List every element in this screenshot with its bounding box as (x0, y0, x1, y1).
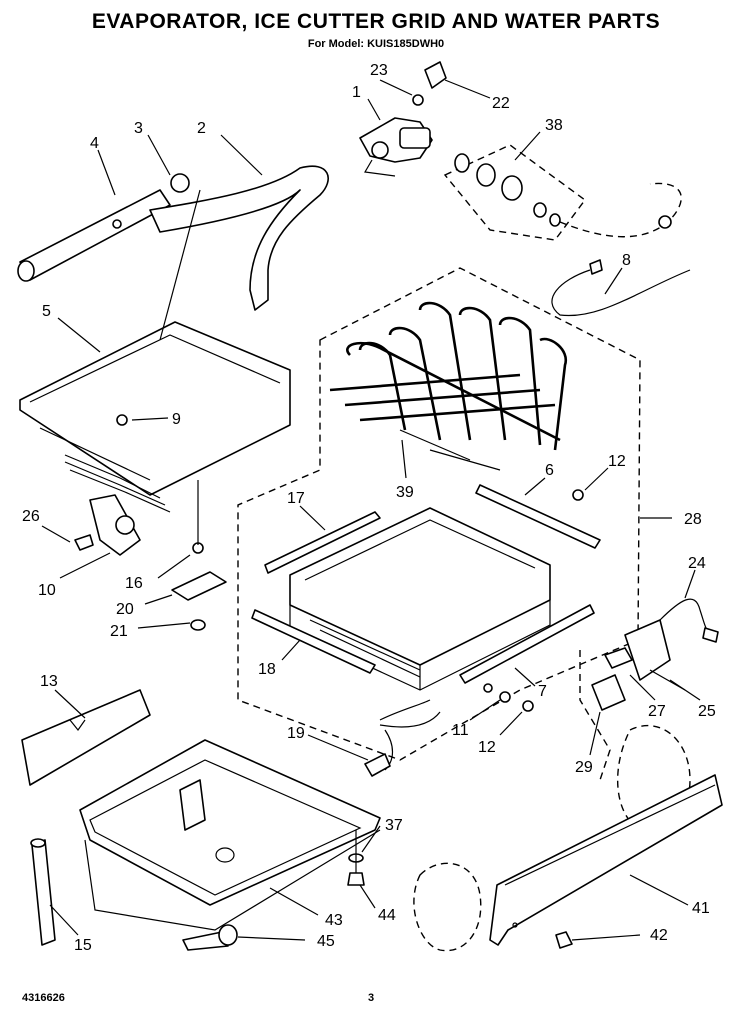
page-number: 3 (368, 992, 375, 1004)
drain-tube (31, 839, 56, 946)
callout-6: 6 (545, 462, 554, 479)
bracket-lug (604, 647, 633, 669)
water-valve (359, 117, 433, 177)
callout-11: 11 (452, 722, 469, 739)
grid-rear-strip (459, 604, 595, 684)
callout-28: 28 (684, 511, 702, 528)
kickplate-hole (512, 922, 518, 928)
callout-13: 13 (40, 673, 58, 690)
harness-screw (522, 700, 534, 712)
callout-3: 3 (134, 120, 143, 137)
callout-41: 41 (692, 900, 710, 917)
heater-element (64, 454, 171, 513)
model-subtitle: For Model: KUIS185DWH0 (307, 38, 445, 50)
callout-8: 8 (622, 252, 631, 269)
callout-45: 45 (317, 933, 335, 950)
harness-washer (499, 691, 511, 703)
callout-19: 19 (287, 725, 305, 742)
document-number: 4316626 (22, 992, 65, 1004)
motor-reference-shape (617, 724, 691, 834)
callout-16: 16 (125, 575, 143, 592)
callout-24: 24 (688, 555, 706, 572)
inlet-tube (17, 189, 171, 282)
callout-9: 9 (172, 411, 181, 428)
leader-lines (41, 79, 701, 941)
valve-fittings (454, 153, 561, 227)
callout-25: 25 (698, 703, 716, 720)
callout-20: 20 (116, 601, 134, 618)
callout-15: 15 (74, 937, 92, 954)
fan-reference-shape (413, 862, 482, 952)
callout-29: 29 (575, 759, 593, 776)
evaporator-coil (329, 301, 568, 471)
valve-cap (424, 61, 447, 89)
kickplate-screw (555, 931, 573, 949)
callout-18: 18 (258, 661, 276, 678)
wiring-harness (379, 699, 441, 771)
kickplate (489, 774, 723, 946)
callout-23: 23 (370, 62, 388, 79)
grid-side-strip-right (475, 484, 601, 549)
callout-5: 5 (42, 303, 51, 320)
callout-42: 42 (650, 927, 668, 944)
tube-fitting (170, 173, 190, 193)
drain-hose (149, 165, 329, 311)
hex-nut (190, 619, 206, 631)
callout-labels: 1 2 3 4 5 6 7 8 9 10 11 12 12 13 15 16 1… (22, 62, 716, 954)
callout-43: 43 (325, 912, 343, 929)
drain-cap (182, 931, 229, 951)
bracket-screw (74, 534, 94, 551)
callout-38: 38 (545, 117, 563, 134)
callout-17: 17 (287, 490, 305, 507)
thermostat-bracket (89, 494, 141, 556)
callout-37: 37 (385, 817, 403, 834)
callout-10: 10 (38, 582, 56, 599)
water-trough (19, 321, 291, 496)
callout-44: 44 (378, 907, 396, 924)
harness-connector (364, 753, 391, 777)
callout-21: 21 (110, 623, 128, 640)
cord-plug (702, 627, 719, 643)
pan-nut (347, 872, 365, 886)
callout-22: 22 (492, 95, 510, 112)
cabinet-reference-shape (579, 650, 611, 781)
diagram-title: EVAPORATOR, ICE CUTTER GRID AND WATER PA… (91, 10, 661, 33)
callout-26: 26 (22, 508, 40, 525)
ice-bin-pan (79, 739, 381, 931)
callout-4: 4 (90, 135, 99, 152)
callout-12-bottom: 12 (478, 739, 496, 756)
grid-side-strip-left (264, 511, 381, 574)
callout-12-top: 12 (608, 453, 626, 470)
callout-39: 39 (396, 484, 414, 501)
evaporator-assembly-outline (237, 267, 641, 761)
water-valve-kit-outline (443, 144, 586, 241)
water-tube-line (551, 269, 691, 317)
callout-1: 1 (352, 84, 361, 101)
water-line-route (559, 182, 682, 238)
callout-7: 7 (538, 683, 547, 700)
support-bracket (591, 674, 626, 711)
ice-cutter-grid (289, 507, 551, 691)
fill-fitting (658, 215, 672, 229)
harness-terminal (483, 683, 493, 693)
mounting-clip (171, 571, 227, 601)
cord-bracket (624, 619, 671, 681)
callout-27: 27 (648, 703, 666, 720)
callout-2: 2 (197, 120, 206, 137)
trough-screw (116, 414, 128, 426)
grid-screw-top (572, 489, 584, 501)
front-panel (21, 689, 151, 786)
grid-front-strip (251, 609, 376, 674)
valve-screw (412, 94, 424, 106)
thermostat (115, 515, 135, 535)
water-tube (589, 259, 603, 275)
